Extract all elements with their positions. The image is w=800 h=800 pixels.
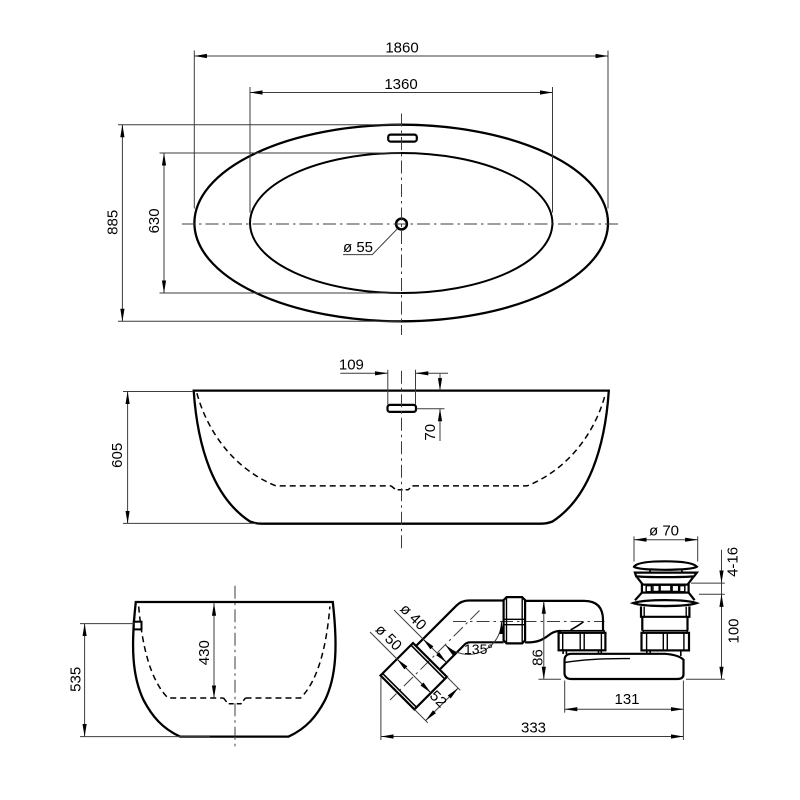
svg-text:135°: 135° [464, 641, 493, 657]
svg-text:1360: 1360 [384, 76, 417, 93]
svg-text:605: 605 [109, 443, 126, 468]
svg-text:ø 55: ø 55 [343, 239, 373, 256]
svg-text:131: 131 [614, 691, 639, 708]
svg-text:1860: 1860 [385, 40, 418, 57]
svg-text:535: 535 [67, 667, 84, 692]
svg-text:109: 109 [339, 356, 364, 373]
svg-text:885: 885 [104, 210, 121, 235]
svg-text:630: 630 [146, 208, 163, 233]
svg-text:86: 86 [529, 649, 546, 666]
svg-text:ø 70: ø 70 [649, 522, 679, 539]
svg-text:100: 100 [726, 618, 743, 643]
svg-text:4-16: 4-16 [725, 547, 742, 577]
svg-text:430: 430 [196, 640, 213, 665]
svg-text:70: 70 [422, 424, 439, 441]
svg-text:333: 333 [521, 719, 546, 736]
